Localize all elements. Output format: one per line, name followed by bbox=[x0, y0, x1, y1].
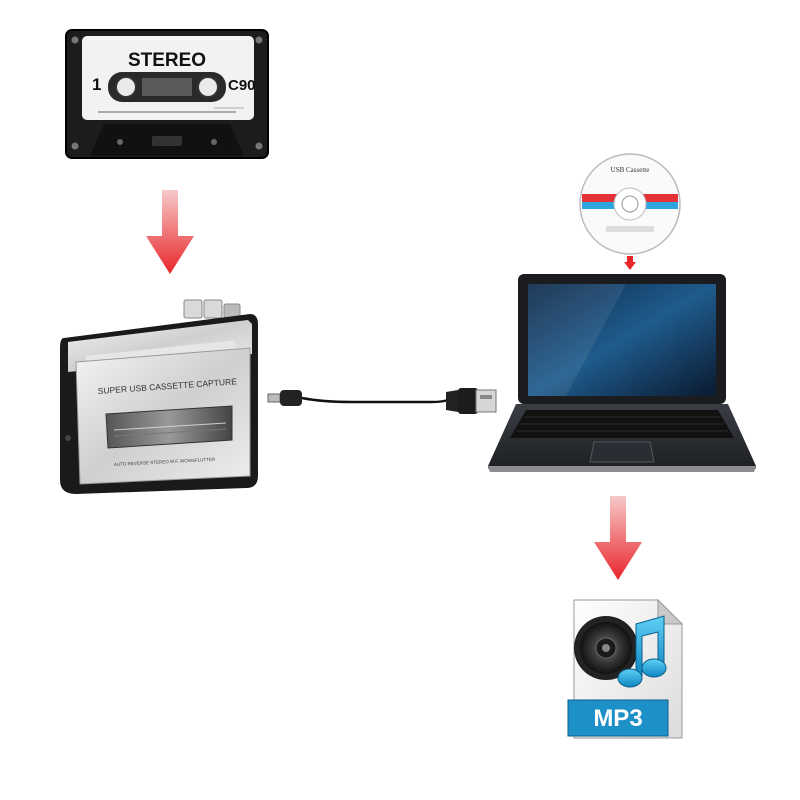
player-small-text: AUTO REVERSE STEREO W.F. WOW&FLUTTER bbox=[114, 457, 216, 467]
usb-cassette-player: SUPER USB CASSETTE CAPTURE AUTO REVERSE … bbox=[60, 299, 258, 494]
cd-label: USB Cassette bbox=[611, 166, 650, 174]
music-note-icon bbox=[617, 615, 667, 688]
left-reel bbox=[115, 76, 137, 98]
cassette-tape: STEREO 1 C90 bbox=[65, 29, 269, 159]
usb-cable bbox=[267, 388, 497, 414]
down-arrow-icon bbox=[146, 190, 194, 274]
mini-usb-plug bbox=[280, 390, 302, 406]
cassette-stereo-label: STEREO bbox=[128, 50, 206, 71]
mp3-label-band bbox=[567, 699, 669, 737]
right-reel bbox=[197, 76, 219, 98]
laptop bbox=[488, 274, 756, 472]
down-arrow-icon bbox=[594, 496, 642, 580]
small-down-arrow-icon bbox=[624, 256, 636, 270]
driver-cd: USB Cassette bbox=[579, 153, 681, 255]
mp3-label: MP3 bbox=[593, 705, 642, 732]
laptop-screen bbox=[528, 284, 716, 396]
cassette-side-number: 1 bbox=[92, 75, 101, 94]
mp3-file-icon: MP3 bbox=[567, 598, 684, 739]
usb-a-plug bbox=[458, 388, 478, 414]
laptop-trackpad bbox=[589, 441, 655, 463]
cassette-type-label: C90 bbox=[228, 77, 256, 94]
